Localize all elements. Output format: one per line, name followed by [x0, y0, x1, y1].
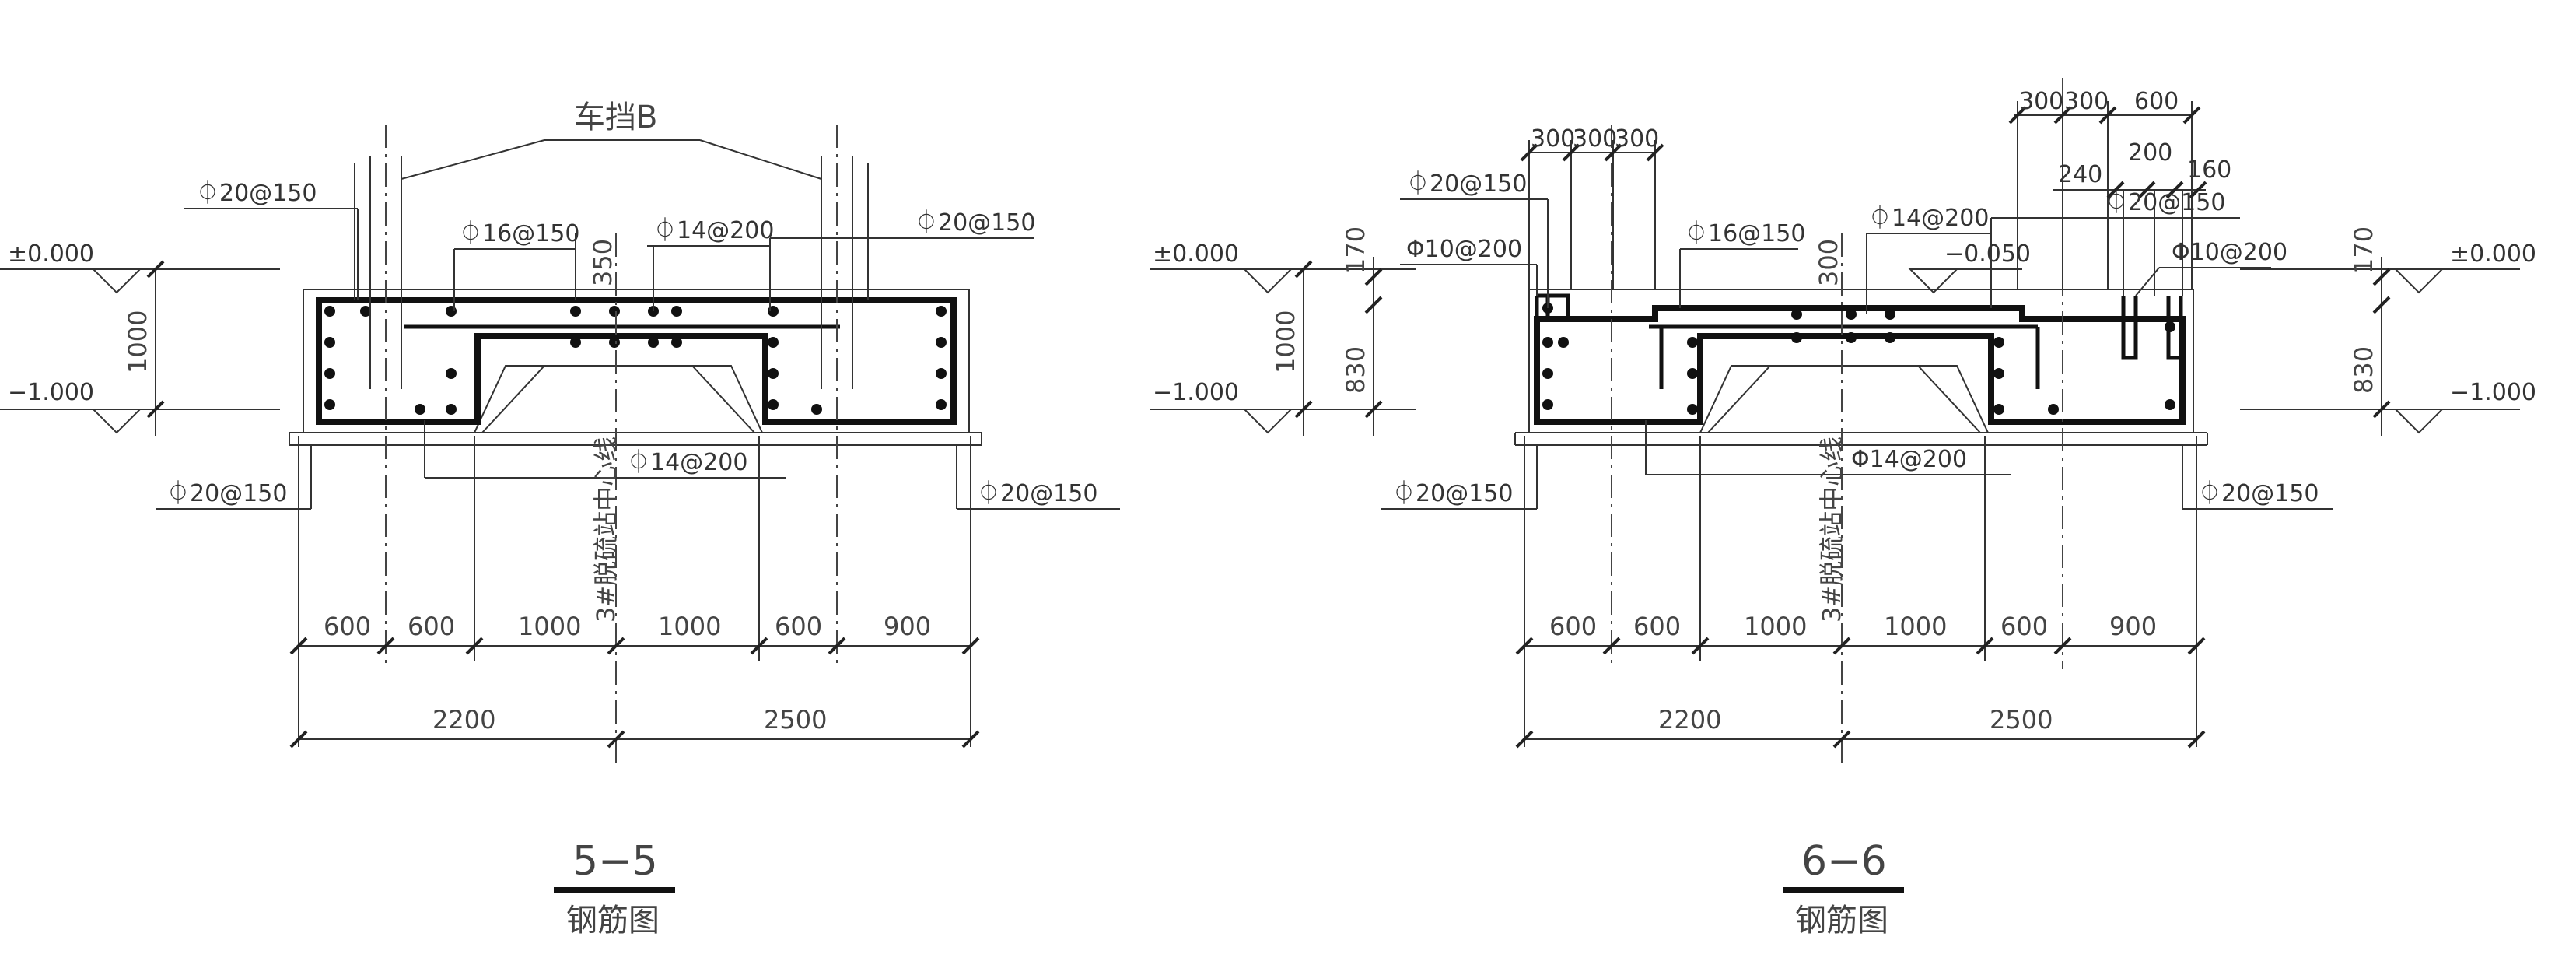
dim-200: 200	[2128, 139, 2172, 167]
dim-notch-6-6: 300	[1814, 239, 1843, 286]
dim-240: 240	[2058, 161, 2102, 188]
elevation-label-top-left-6: ±0.000	[1153, 240, 1239, 268]
dim-left-low-6: 830	[1341, 346, 1370, 394]
dimension-row-1-6: 600 600 1000 1000 600 900	[1515, 436, 2206, 661]
dim-r1-3: 1000	[658, 612, 721, 641]
bumper-label: 车挡B	[574, 100, 657, 135]
dim-top-right-0: 300	[2019, 88, 2063, 115]
dim-160: 160	[2187, 156, 2231, 184]
elevation-marker-top: ±0.000	[0, 240, 280, 294]
recess-outline	[481, 365, 755, 433]
rebar-label-bottom-center: ⏀14@200	[627, 449, 747, 476]
rebar-label-top-right: ⏀20@150	[915, 209, 1035, 237]
elevation-label-top: ±0.000	[8, 240, 94, 268]
dim-r1-6-0: 600	[1549, 612, 1597, 641]
dim-left-top-6: 170	[1341, 226, 1370, 274]
rebar-label-bottom-center-6: Φ14@200	[1851, 446, 1967, 473]
dim-right-low-6: 830	[2349, 346, 2378, 394]
elevation-label-top-right-6: ±0.000	[2450, 240, 2536, 268]
section-subtitle-5-5: 钢筋图	[566, 903, 660, 938]
elevation-label-bottom: −1.000	[8, 379, 94, 406]
elevation-label-bottom-right-6: −1.000	[2450, 379, 2536, 406]
rebar-label-bottom-left: ⏀20@150	[166, 480, 287, 507]
dim-top-left-1: 300	[1573, 125, 1617, 153]
dim-height-5-5: 1000	[123, 310, 152, 374]
rebar-label-top-center: ⏀14@200	[653, 217, 774, 244]
rebar-label-top-center-6: ⏀14@200	[1868, 205, 1989, 232]
dimension-row-2: 2200 2500	[289, 661, 980, 749]
rebar-dots-6	[1542, 303, 2175, 415]
rebar-label-top-right-6: ⏀20@150	[2105, 189, 2225, 216]
dim-r2-6-0: 2200	[1658, 705, 1721, 735]
section-title-6-6: 6−6	[1801, 838, 1887, 885]
elevation-label-mid-6: −0.050	[1944, 240, 2031, 268]
dim-r1-0: 600	[324, 612, 371, 641]
section-5-5: ±0.000 −1.000 1000	[0, 100, 1120, 938]
dim-r1-4: 600	[775, 612, 822, 641]
centerline-label-6-6: 3#脱硫站中心线	[1817, 437, 1846, 623]
section-6-6: ±0.000 −1.000 ±0.000 −1.000 −0.050 1000 …	[1150, 78, 2536, 938]
dim-r2-0: 2200	[432, 705, 495, 735]
concrete-outline-6	[1528, 289, 2194, 433]
recess-outline-6	[1707, 365, 1981, 433]
dimension-row-1: 600 600 1000 1000 600 900	[289, 436, 980, 661]
dim-r1-6-3: 1000	[1884, 612, 1947, 641]
dim-r1-6-1: 600	[1633, 612, 1681, 641]
dim-r1-6-5: 900	[2109, 612, 2157, 641]
rebar-label-bottom-right-6: ⏀20@150	[2198, 480, 2319, 507]
concrete-outline	[303, 289, 970, 433]
dim-r2-6-1: 2500	[1990, 705, 2053, 735]
rebar-dots	[324, 306, 947, 415]
rebar-label-bottom-right: ⏀20@150	[977, 480, 1097, 507]
rebar-label-top-left-6: ⏀20@150	[1406, 170, 1527, 198]
dim-r1-6-4: 600	[2000, 612, 2048, 641]
rebar-label-top-mid: ⏀16@150	[459, 220, 579, 247]
section-subtitle-6-6: 钢筋图	[1795, 903, 1888, 938]
rebar-label-top-left: ⏀20@150	[196, 180, 317, 207]
dim-right-top-6: 170	[2349, 226, 2378, 274]
rebar-label-phi-right-6: Φ10@200	[2172, 239, 2287, 266]
dim-left-total-6: 1000	[1271, 310, 1300, 374]
dim-r1-1: 600	[408, 612, 455, 641]
dimension-row-2-6: 2200 2500	[1515, 661, 2206, 749]
rebar-label-bottom-left-6: ⏀20@150	[1392, 480, 1513, 507]
main-rebar-6	[1534, 305, 2186, 425]
elevation-marker-bottom: −1.000	[0, 379, 280, 434]
dim-top-left-0: 300	[1531, 125, 1575, 153]
rebar-label-phi-left-6: Φ10@200	[1406, 236, 1522, 263]
dim-r1-2: 1000	[518, 612, 581, 641]
elevation-label-bottom-left-6: −1.000	[1153, 379, 1239, 406]
rebar-label-top-mid-6: ⏀16@150	[1685, 220, 1805, 247]
section-title-5-5: 5−5	[572, 838, 658, 885]
dim-r1-5: 900	[884, 612, 931, 641]
dim-top-right-2: 600	[2134, 88, 2179, 115]
dim-r1-6-2: 1000	[1744, 612, 1807, 641]
dim-top-left-2: 300	[1615, 125, 1659, 153]
main-rebar	[316, 297, 957, 425]
dim-notch-5-5: 350	[588, 239, 618, 286]
dim-top-right-1: 300	[2064, 88, 2109, 115]
dim-r2-1: 2500	[764, 705, 827, 735]
centerline-label-5-5: 3#脱硫站中心线	[591, 437, 621, 623]
